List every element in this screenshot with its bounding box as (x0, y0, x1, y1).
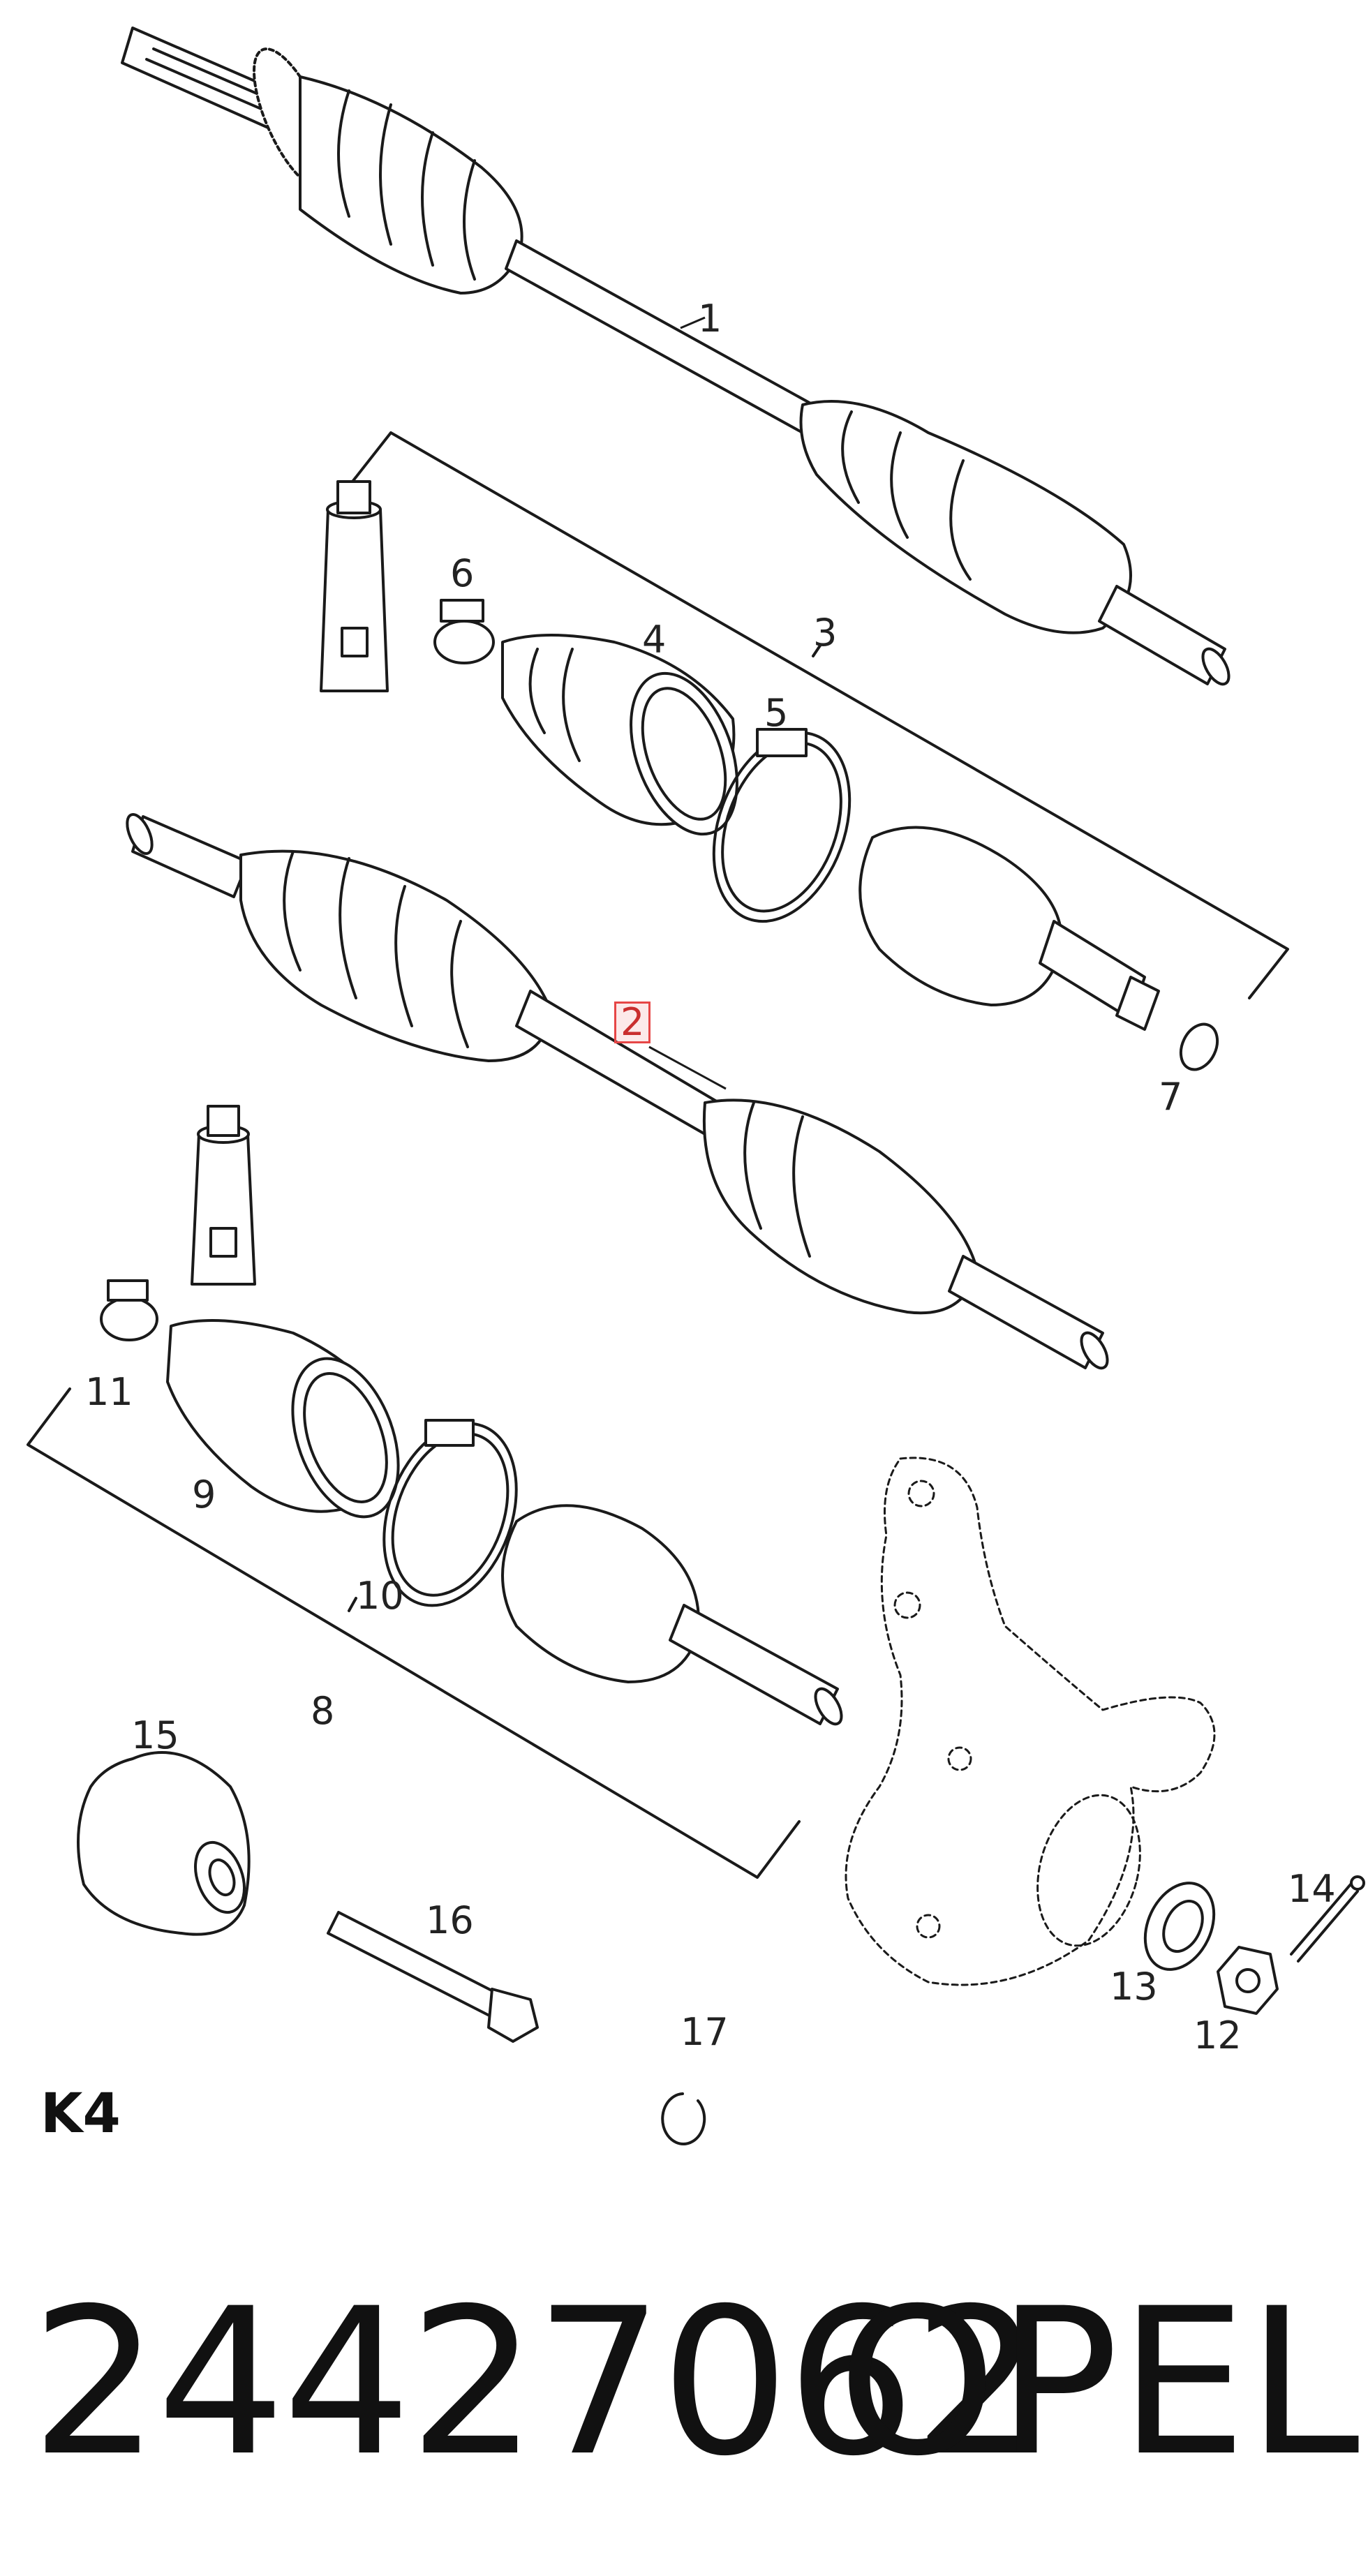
callout-6: 6 (450, 551, 475, 595)
callout-11: 11 (85, 1370, 133, 1414)
callout-13: 13 (1110, 1965, 1158, 2009)
bracket-3 (351, 431, 1289, 999)
cover-15 (77, 1751, 251, 1936)
callout-4: 4 (642, 618, 667, 662)
bracket-8 (27, 1387, 801, 1879)
callout-9: 9 (192, 1473, 216, 1517)
drive-shaft-2 (126, 813, 1109, 1370)
clamp-11 (100, 1279, 158, 1341)
callout-14: 14 (1288, 1867, 1336, 1911)
callout-7: 7 (1159, 1075, 1183, 1119)
grease-tube-lower (191, 1105, 256, 1286)
footer: 24427062 OPEL (0, 2282, 1368, 2519)
cotter-pin-14 (1290, 1875, 1365, 1963)
clamp-10 (382, 1419, 518, 1607)
callout-2: 2 (614, 1002, 651, 1043)
seal-13 (1143, 1882, 1216, 1971)
exploded-parts-diagram (27, 27, 1365, 2145)
circlip-7 (1179, 1022, 1219, 1071)
callout-17: 17 (681, 2010, 729, 2054)
callout-3: 3 (813, 611, 838, 655)
callout-5: 5 (764, 691, 789, 735)
nut-12 (1217, 1946, 1279, 2015)
boot-9 (166, 1319, 400, 1519)
callout-8: 8 (311, 1689, 335, 1733)
joint-3 (858, 826, 1160, 1031)
callout-10: 10 (356, 1574, 404, 1618)
group-code: K4 (40, 2083, 121, 2145)
steering-knuckle (845, 1457, 1216, 1986)
boot-4 (501, 634, 738, 836)
footer-part-number: 24427062 (31, 2265, 1041, 2501)
callout-1: 1 (698, 297, 722, 341)
clamp-5 (712, 728, 852, 923)
callout-16: 16 (426, 1898, 474, 1942)
bolt-16 (327, 1911, 539, 2043)
drive-shaft-assembly-1 (121, 27, 1231, 686)
clamp-6 (433, 599, 495, 664)
footer-brand: OPEL (838, 2265, 1360, 2501)
circlip-17 (661, 2092, 706, 2145)
joint-8 (501, 1504, 843, 1726)
grease-tube-upper (320, 480, 389, 692)
callout-15: 15 (131, 1713, 179, 1757)
callout-12: 12 (1194, 2013, 1242, 2057)
